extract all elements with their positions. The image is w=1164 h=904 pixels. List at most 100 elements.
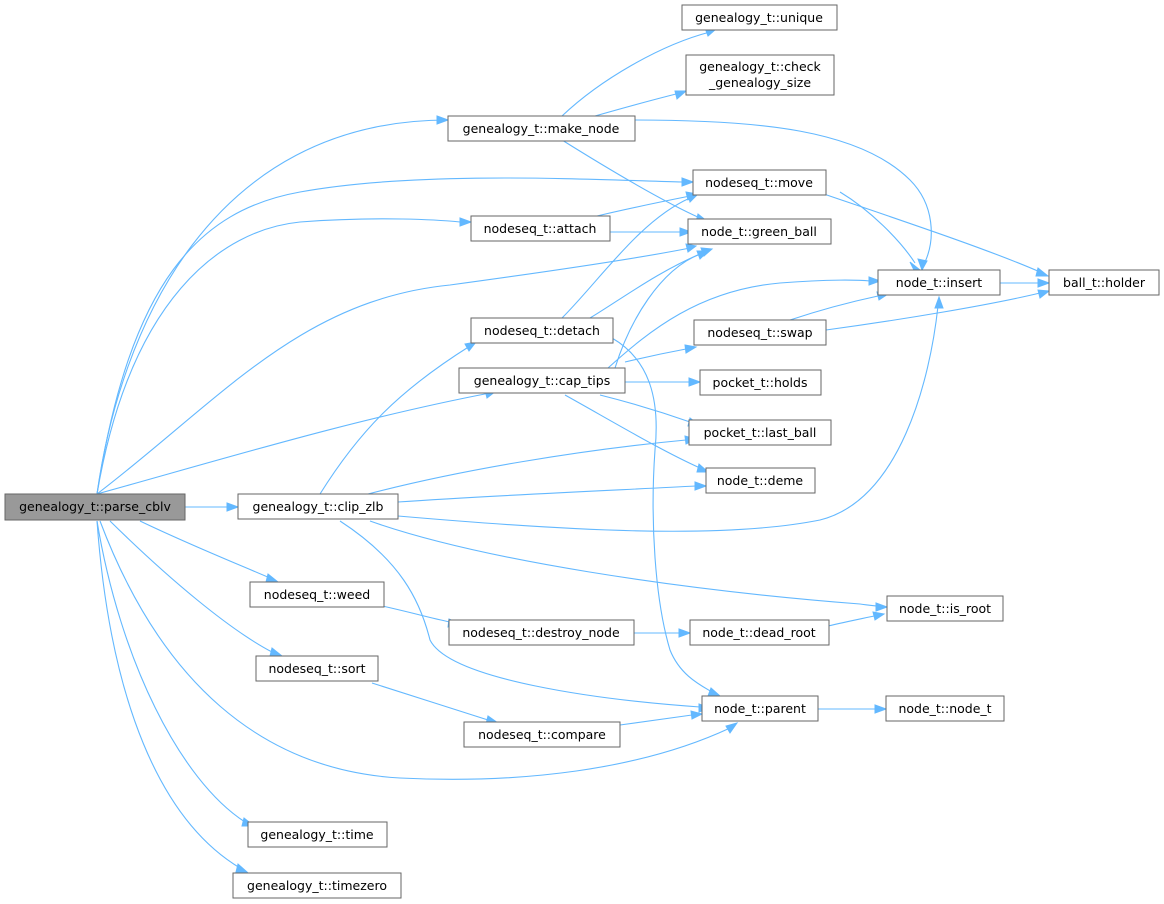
edge-clip-zlb-is-root [369, 520, 879, 607]
node-label: ball_t::holder [1063, 275, 1146, 290]
node-deme[interactable]: node_t::deme [705, 467, 816, 494]
edge-attach-move [596, 195, 691, 217]
node-attach[interactable]: nodeseq_t::attach [470, 215, 611, 242]
arrow-insert-from-cap-tips [868, 276, 882, 286]
edge-make-node-insert [634, 119, 932, 263]
node-swap[interactable]: nodeseq_t::swap [693, 319, 827, 346]
edge-clip-zlb-detach [319, 345, 471, 495]
edge-parse-time [96, 520, 246, 823]
node-label: genealogy_t::parse_cblv [19, 499, 171, 514]
edge-make-node-green-ball [561, 139, 701, 219]
node-label: node_t::is_root [899, 601, 991, 616]
edge-cap-tips-swap [624, 348, 687, 363]
node-label: node_t::deme [717, 473, 804, 488]
node-label: node_t::insert [896, 275, 983, 290]
arrow-dead-root [678, 628, 692, 638]
node-label-line1: genealogy_t::check [699, 59, 821, 74]
node-label: genealogy_t::time [260, 827, 373, 842]
node-label: pocket_t::holds [713, 375, 808, 390]
node-check-genealogy-size[interactable]: genealogy_t::check _genealogy_size [685, 54, 835, 96]
arrow-parent-from-detach [707, 687, 722, 697]
node-label: nodeseq_t::attach [484, 221, 597, 236]
node-clip-zlb[interactable]: genealogy_t::clip_zlb [237, 493, 399, 520]
arrow-make-node [436, 115, 450, 125]
node-move[interactable]: nodeseq_t::move [692, 169, 827, 196]
edge-move-insert [839, 191, 916, 264]
arrow-green-ball-from-parse [685, 243, 698, 253]
arrow-check-size [674, 90, 688, 100]
arrow-holder-from-insert [1037, 278, 1051, 288]
node-time[interactable]: genealogy_t::time [247, 821, 388, 848]
edge-weed-destroy-node [381, 605, 451, 623]
node-label: genealogy_t::cap_tips [474, 373, 610, 388]
arrow-weed [265, 573, 280, 583]
edge-parse-move [96, 177, 683, 495]
node-insert[interactable]: node_t::insert [877, 269, 1001, 296]
node-label-line2: _genealogy_size [708, 75, 811, 90]
node-label: node_t::green_ball [701, 224, 817, 239]
arrow-node-t [874, 704, 888, 714]
arrow-holder-from-move [1035, 267, 1050, 277]
node-label: genealogy_t::clip_zlb [253, 499, 384, 514]
arrow-holds [688, 377, 702, 387]
node-last-ball[interactable]: pocket_t::last_ball [688, 419, 832, 446]
arrow-green-ball-from-attach [679, 227, 693, 237]
node-holds[interactable]: pocket_t::holds [699, 369, 822, 396]
edge-make-node-unique [561, 31, 711, 117]
node-is-root[interactable]: node_t::is_root [886, 595, 1004, 622]
node-detach[interactable]: nodeseq_t::detach [470, 317, 614, 344]
edge-parse-sort [109, 520, 273, 653]
edge-clip-zlb-parent [339, 520, 701, 708]
node-label: genealogy_t::timezero [247, 878, 387, 893]
node-label: node_t::node_t [898, 701, 991, 716]
arrow-sort [269, 647, 284, 657]
node-label: nodeseq_t::weed [264, 587, 370, 602]
node-label: genealogy_t::make_node [463, 121, 620, 136]
edge-move-holder [817, 191, 1041, 273]
node-label: genealogy_t::unique [695, 10, 823, 25]
edge-dead-root-is-root [827, 615, 875, 627]
edge-cap-tips-last-ball [599, 394, 691, 423]
arrow-parent-from-compare [690, 710, 704, 720]
node-node-t[interactable]: node_t::node_t [885, 695, 1005, 722]
edge-parse-timezero [96, 520, 241, 869]
arrow-swap-from-cap-tips [684, 344, 698, 354]
arrow-holder-from-swap [1037, 289, 1051, 299]
edge-parse-make-node [96, 119, 449, 495]
edge-parse-attach [96, 218, 461, 495]
node-sort[interactable]: nodeseq_t::sort [255, 655, 379, 682]
arrow-clip-zlb [226, 502, 240, 512]
edge-detach-move [561, 197, 691, 319]
node-dead-root[interactable]: node_t::dead_root [689, 619, 830, 646]
node-holder[interactable]: ball_t::holder [1048, 269, 1160, 296]
node-parse-cblv[interactable]: genealogy_t::parse_cblv [4, 493, 186, 521]
node-label: pocket_t::last_ball [704, 425, 817, 440]
node-label: nodeseq_t::move [705, 175, 813, 190]
node-label: nodeseq_t::swap [707, 325, 812, 340]
edge-parse-green-ball [96, 247, 691, 495]
node-make-node[interactable]: genealogy_t::make_node [447, 115, 636, 142]
arrow-is-root-from-dead-root [872, 611, 886, 621]
node-weed[interactable]: nodeseq_t::weed [249, 581, 385, 608]
arrow-is-root-from-clip-zlb [875, 602, 889, 612]
node-unique[interactable]: genealogy_t::unique [681, 4, 838, 31]
node-green-ball[interactable]: node_t::green_ball [687, 218, 832, 245]
arrow-deme-from-clip-zlb [694, 481, 708, 491]
arrow-insert-from-move [909, 261, 922, 271]
node-compare[interactable]: nodeseq_t::compare [463, 721, 621, 748]
node-parent[interactable]: node_t::parent [701, 695, 819, 722]
edge-parse-cap-tips [96, 392, 491, 495]
node-cap-tips[interactable]: genealogy_t::cap_tips [458, 367, 626, 394]
edge-cap-tips-insert [607, 279, 871, 369]
node-destroy-node[interactable]: nodeseq_t::destroy_node [448, 619, 635, 646]
node-label: nodeseq_t::detach [484, 323, 600, 338]
edge-swap-holder [825, 292, 1041, 331]
edge-clip-zlb-insert [397, 305, 939, 532]
arrow-insert-from-make-node [917, 258, 928, 272]
edge-clip-zlb-deme [397, 485, 697, 503]
edge-sort-compare [371, 682, 489, 721]
node-label: nodeseq_t::compare [478, 727, 606, 742]
edge-make-node-check-size [594, 92, 681, 117]
node-timezero[interactable]: genealogy_t::timezero [232, 872, 402, 899]
